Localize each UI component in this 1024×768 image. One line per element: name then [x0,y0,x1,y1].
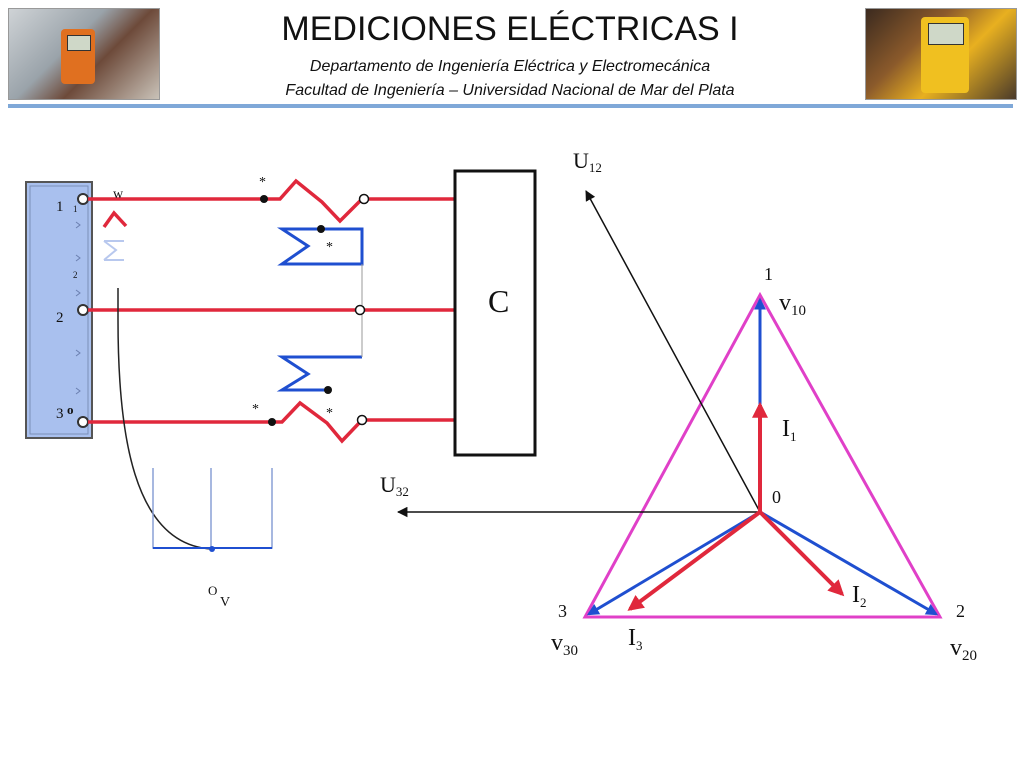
node-open [354,304,366,316]
voltmeter-scale [152,468,273,549]
phasor-diagram: 1 2 3 0 U12 U32 v10 v20 v30 I1 I2 I3 [380,148,977,664]
panel-small-label-1: 1 [73,204,78,214]
phasor-i3 [627,510,762,611]
phasor-v30 [586,510,761,616]
terminal-2-label: 2 [56,310,64,326]
polarity-star: * [259,175,266,190]
load-label: C [488,283,509,319]
label-v30: v30 [551,630,578,659]
load-box [453,169,537,457]
circuit: 1 2 3 o 1 2 * * * * [25,169,537,610]
label-v20: v20 [950,635,977,664]
wattmeter-mark: w [113,187,124,202]
multimeter-screen [67,35,91,51]
node-2-label: 2 [956,601,965,621]
voltmeter-lead [117,288,213,550]
label-i1: I1 [782,416,797,444]
department-subtitle: Departamento de Ingeniería Eléctrica y E… [309,58,711,75]
node-3-label: 3 [558,601,567,621]
polarity-star: * [326,240,333,255]
terminal-3-mark: o [67,402,74,417]
mini-voltage-coil [103,240,124,261]
polarity-dot [268,418,276,426]
polarity-star: * [326,406,333,421]
terminal-1-screw [77,193,89,205]
page-title: MEDICIONES ELÉCTRICAS I [281,10,739,48]
voltmeter-pivot [209,546,215,552]
polarity-dot [324,386,332,394]
voltmeter-mark: O [208,583,217,598]
wattmeter-2-voltage-coil [276,355,362,392]
phasor-u12 [585,190,761,513]
wattmeter-1-current-coil [262,178,364,224]
label-v10: v10 [779,290,806,319]
line-voltage-triangle [582,291,943,619]
wattmeter-2-current-coil [272,400,364,444]
wattmeter-1-voltage-coil [276,227,364,266]
voltmeter-label: V [220,595,230,610]
label-i2: I2 [852,582,867,610]
node-0-label: 0 [772,487,781,507]
faculty-subtitle: Facultad de Ingeniería – Universidad Nac… [285,82,735,99]
node-1-label: 1 [764,264,773,284]
terminal-3-screw [77,416,89,428]
node-open [358,193,370,205]
polarity-dot [317,225,325,233]
header-divider [8,104,1013,108]
label-i3: I3 [628,625,643,653]
photo-multimeter-right [865,8,1017,100]
polarity-star: * [252,402,259,417]
label-u12: U12 [573,148,602,175]
terminal-1-label: 1 [56,199,64,215]
polarity-dot [260,195,268,203]
photo-multimeter-left [8,8,160,100]
terminal-3-label: 3 [56,406,64,422]
panel-small-label-2: 2 [73,270,78,280]
terminal-2-screw [77,304,89,316]
multimeter-screen [928,23,964,45]
mini-current-coil [102,210,128,229]
slide-header: MEDICIONES ELÉCTRICAS I Departamento de … [0,0,1024,112]
label-u32: U32 [380,472,409,499]
node-open [356,414,368,426]
phasor-i2 [758,510,845,597]
phasor-v20 [759,510,939,616]
panel-small-marks [75,221,81,395]
